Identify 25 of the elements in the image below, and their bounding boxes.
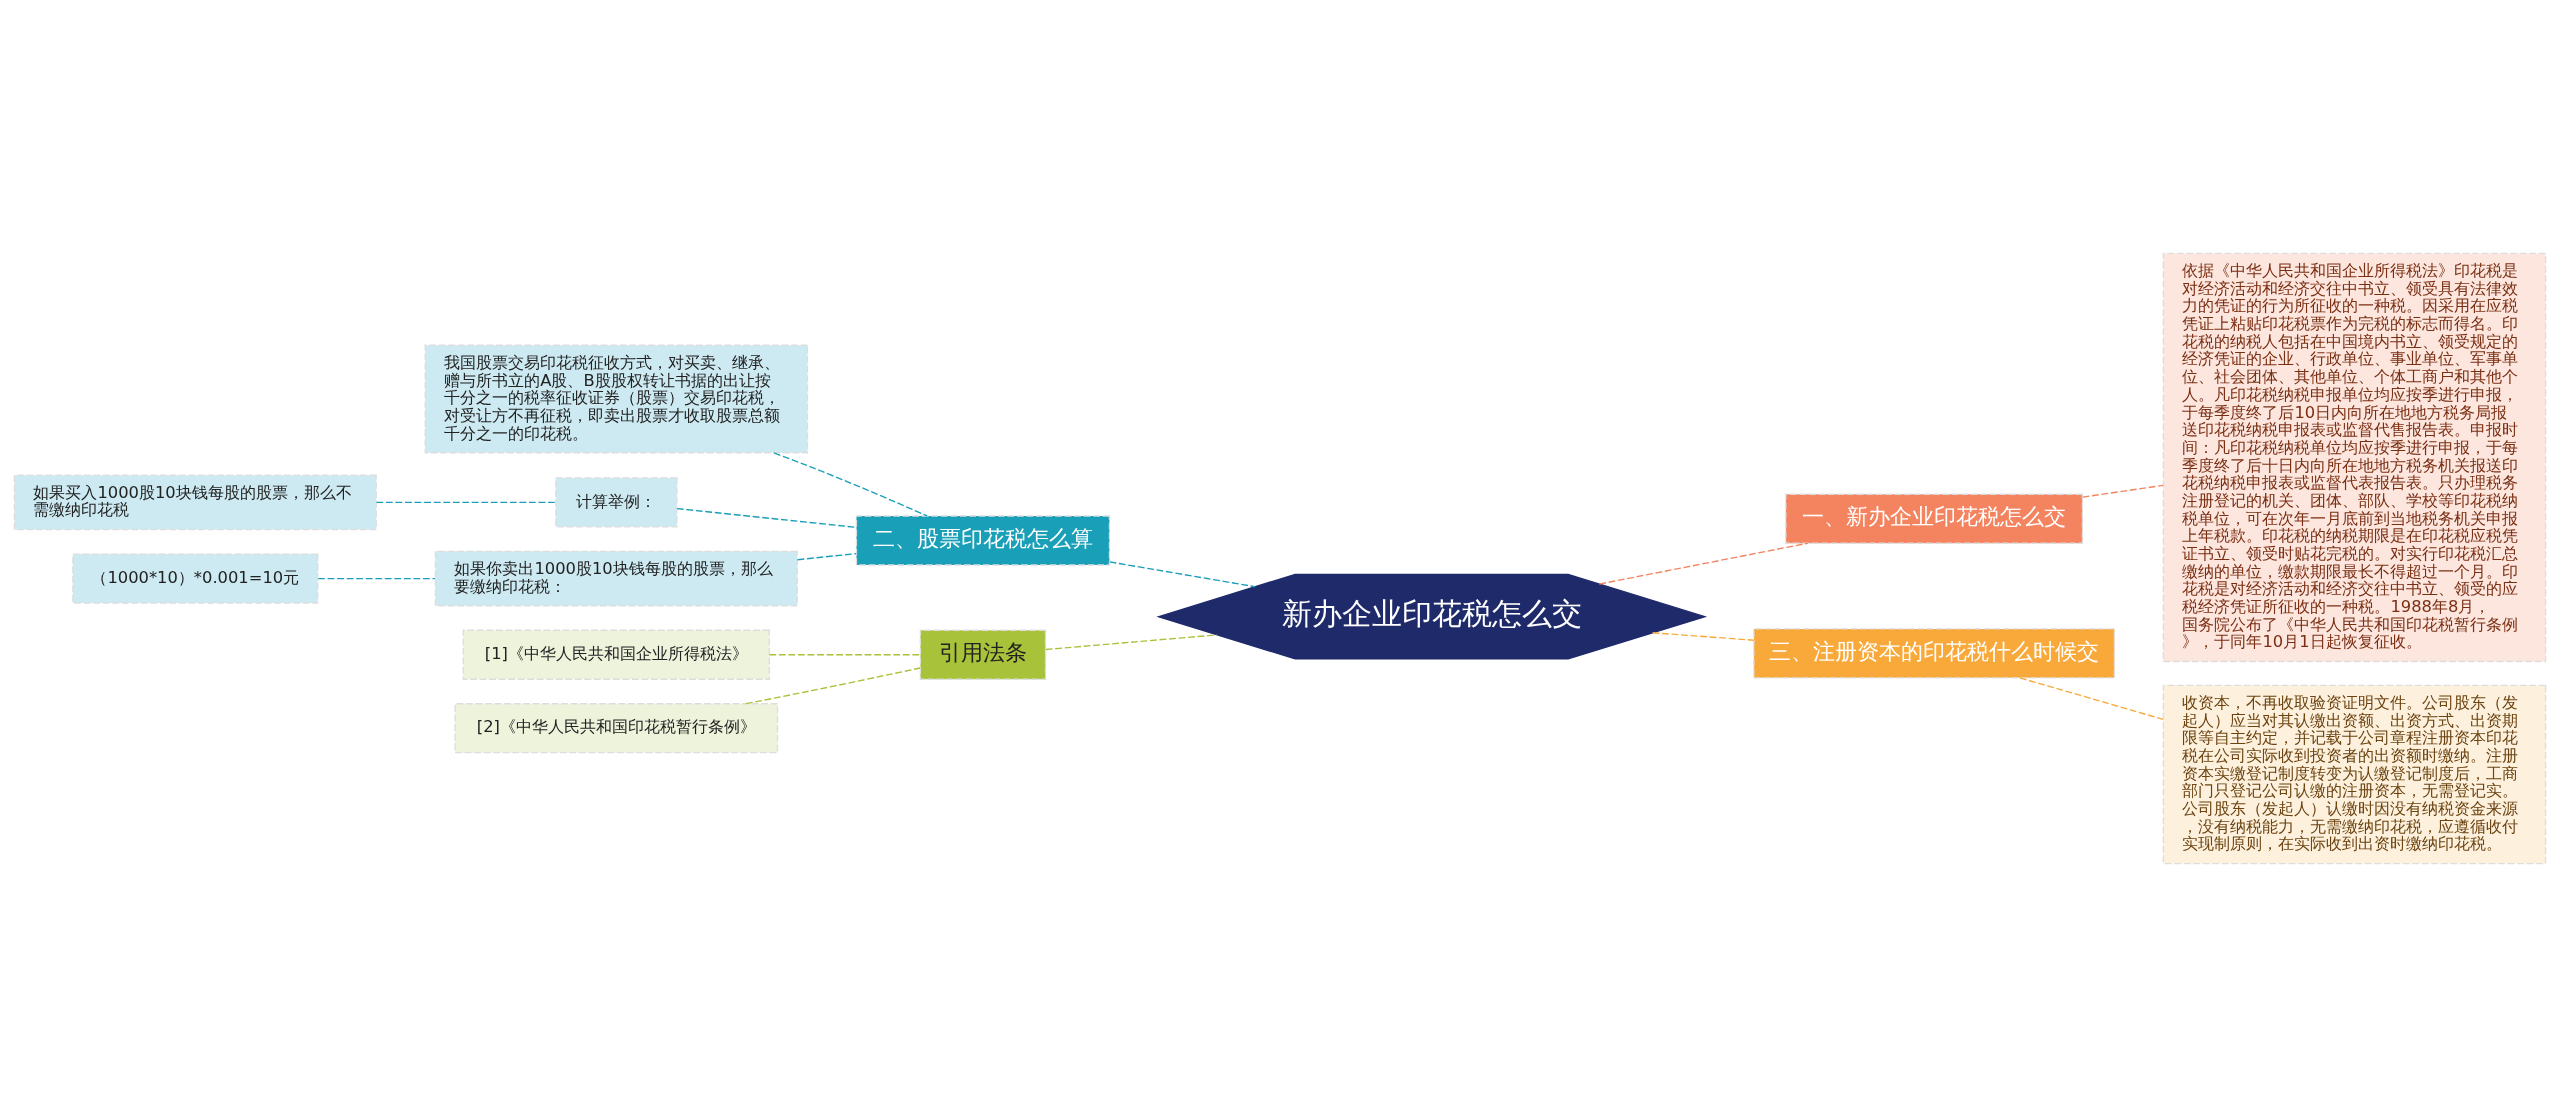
node-box: [2]《中华人民共和国印花税暂行条例》 bbox=[454, 703, 779, 754]
connector bbox=[676, 507, 857, 529]
connector bbox=[2082, 484, 2164, 498]
connector bbox=[317, 577, 436, 580]
connector bbox=[1598, 542, 1809, 585]
node-box: 依据《中华人民共和国企业所得税法》印花税是对经济活动和经济交往中书立、领受具有法律效力的凭证的行为所征收的一种税。因采用在应税凭证上粘贴印花税票作为完税的标志而得名。印花税的纳税人包括在中国境内书立、领受规定的经济凭证的企业、行政单位、事业单位、军事单位、社会团体、其他单位、个体工商户和其他个人。凡印花税纳税申报单位均应按季进行申报，于每季度终了后10日内向所在地地方税务局报送印花税纳税申报表或监督代售报告表。申报时间：凡印花税纳税单位均应按季进行申报，于每季度终了后十日内向所在地地方税务机关报送印花税纳税申报表或监督代表报告表。只办理税务注册登记的机关、团体、部队、学校等印花税纳税单位，可在次年一月底前到当地税务机关申报上年税款。印花税的纳税期限是在印花税应税凭证书立、领受时贴花完税的。对实行印花税汇总缴纳的单位，缴款期限最长不得超过一个月。印花税是对经济活动和经济交往中书立、领受的应税经济凭证所征收的一种税。1988年8月，国务院公布了《中华人民共和国印花税暂行条例》，于同年10月1日起恢复征收。 bbox=[2162, 252, 2547, 663]
connector bbox=[796, 552, 857, 561]
node-box: 计算举例： bbox=[555, 477, 678, 528]
connector bbox=[1651, 632, 1755, 641]
node-box: 一、新办企业印花税怎么交 bbox=[1785, 493, 2084, 544]
connector bbox=[773, 452, 928, 517]
node-box: 三、注册资本的印花税什么时候交 bbox=[1753, 628, 2116, 679]
node-box: 如果你卖出1000股10块钱每股的股票，那么要缴纳印花税： bbox=[434, 550, 798, 607]
node-box: 引用法条 bbox=[919, 629, 1047, 680]
node-box: 收资本，不再收取验资证明文件。公司股东（发起人）应当对其认缴出资额、出资方式、出资期限等自主约定，并记载于公司章程注册资本印花税在公司实际收到投资者的出资额时缴纳。注册资本实缴登记制度转变为认缴登记制度后，工商部门只登记公司认缴的注册资本，无需登记实。公司股东（发起人）认缴时因没有纳税资金来源，没有纳税能力，无需缴纳印花税，应遵循收付实现制原则，在实际收到出资时缴纳印花税。 bbox=[2162, 684, 2547, 865]
connector bbox=[768, 654, 921, 656]
node-box: （1000*10）*0.001=10元 bbox=[72, 553, 319, 604]
node-box: 二、股票印花税怎么算 bbox=[855, 515, 1111, 566]
node-box: 我国股票交易印花税征收方式，对买卖、继承、赠与所书立的A股、B股股权转让书据的出让按千分之一的税率征收证券（股票）交易印花税，对受让方不再征税，即卖出股票才收取股票总额千分之一的印花税。 bbox=[424, 344, 809, 454]
connector bbox=[745, 667, 921, 705]
connector bbox=[2019, 677, 2164, 721]
node-box: 如果买入1000股10块钱每股的股票，那么不需缴纳印花税 bbox=[13, 474, 377, 531]
connector bbox=[1109, 561, 1256, 588]
node-box: [1]《中华人民共和国企业所得税法》 bbox=[462, 629, 771, 680]
connector bbox=[375, 501, 557, 504]
